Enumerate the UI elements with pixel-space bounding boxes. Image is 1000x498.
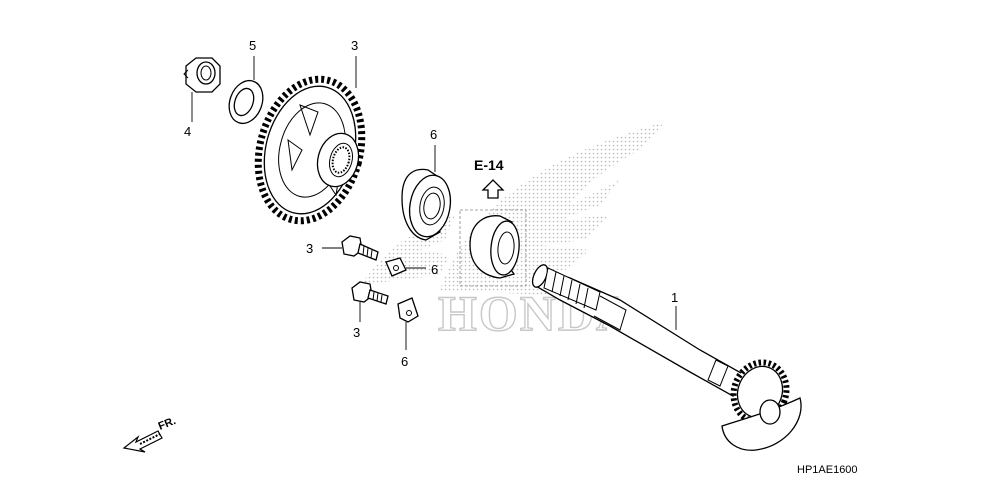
- drawing-code: HP1AE1600: [797, 464, 858, 476]
- front-direction-label: FR.: [157, 415, 178, 433]
- label-part-3-lower: 3: [353, 325, 360, 340]
- label-part-3-upper: 3: [306, 241, 313, 256]
- clip-part-6-upper: [385, 257, 407, 277]
- clip-part-6-lower: [397, 297, 419, 323]
- label-part-2: 3: [351, 38, 358, 53]
- kick-starter-spindle-part-1: [531, 264, 802, 451]
- bearing-part-7: [401, 168, 452, 241]
- label-part-5: 5: [249, 38, 256, 53]
- bolt-part-3-upper: [341, 235, 379, 261]
- reference-label: E-14: [474, 157, 504, 173]
- washer-part-5: [228, 79, 264, 125]
- up-arrow-icon: [481, 179, 505, 199]
- reference-bearing: [459, 209, 527, 287]
- castle-nut-part-4: [183, 57, 221, 93]
- bolt-part-3-lower: [351, 281, 389, 305]
- label-part-7: 6: [430, 127, 437, 142]
- front-direction-arrow: [122, 430, 163, 453]
- label-part-4: 4: [184, 124, 191, 139]
- driven-gear-part-2: [254, 75, 366, 225]
- label-part-6-lower: 6: [401, 354, 408, 369]
- label-part-1: 1: [671, 290, 678, 305]
- label-part-6-upper: 6: [431, 262, 438, 277]
